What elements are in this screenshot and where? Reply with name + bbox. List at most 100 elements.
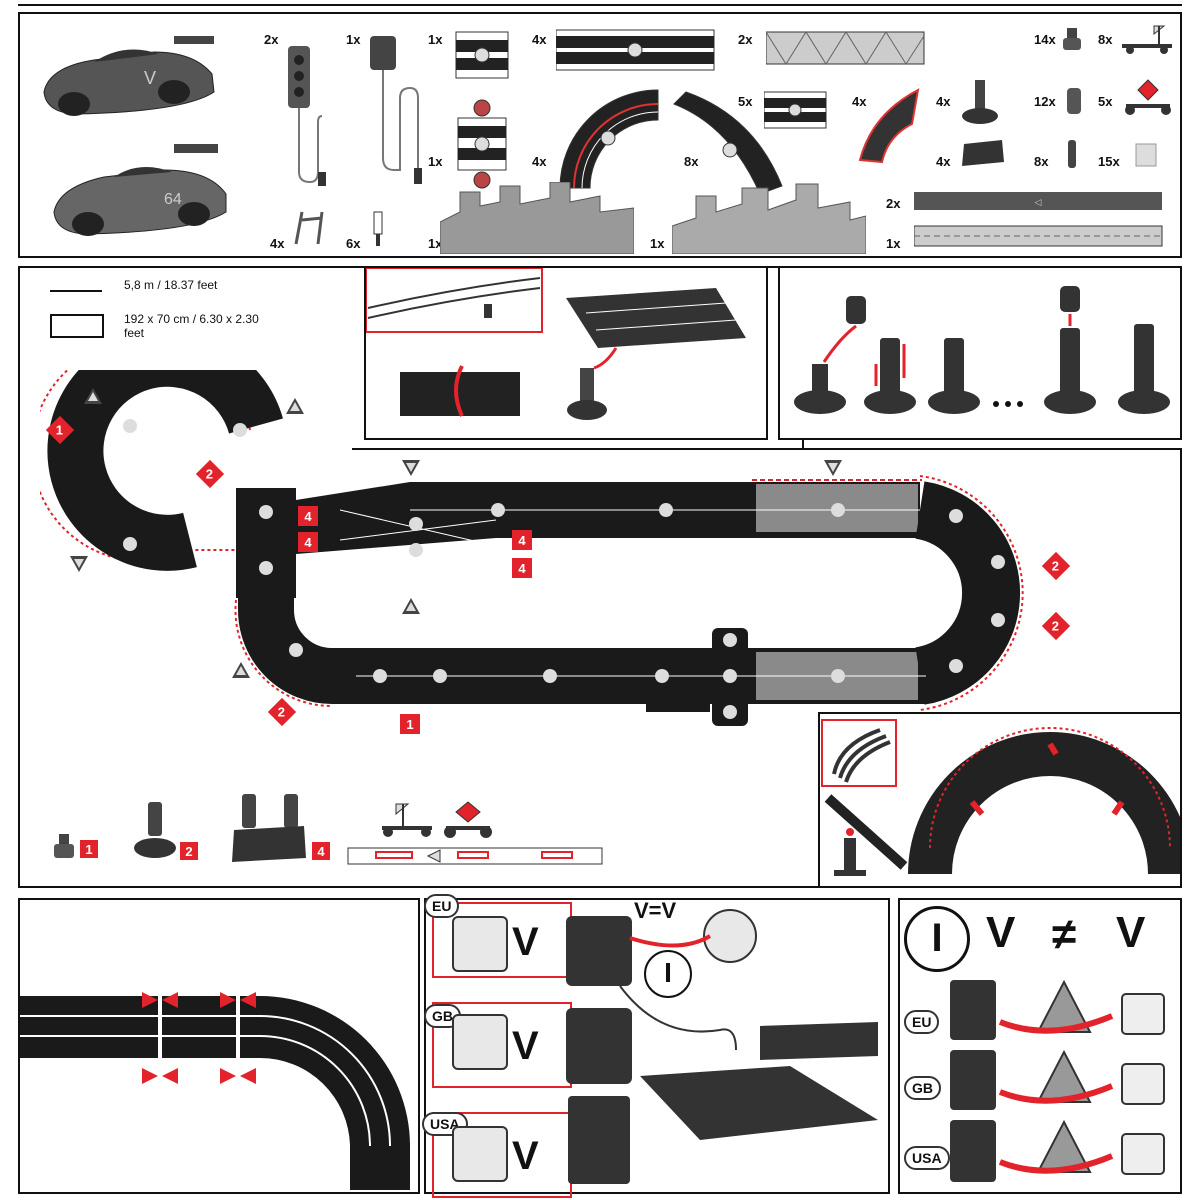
lane-marker-qty: 5x	[1098, 94, 1113, 109]
voltage-warning-diagram	[950, 979, 1165, 1182]
marker-triangle-4	[402, 460, 420, 476]
connector-qty: 15x	[1098, 154, 1120, 169]
traffic-light-qty: 2x	[264, 32, 279, 47]
region-eu-label: EU	[424, 894, 460, 918]
pillar-small-qty: 14x	[1034, 32, 1056, 47]
track-size-label: 192 x 70 cm / 6.30 x 2.30 feet	[124, 312, 259, 340]
step-badge: 4	[298, 532, 318, 552]
svg-text:◁: ◁	[1035, 197, 1042, 207]
short-track-icon	[764, 91, 827, 129]
step-badge-label: 4	[304, 534, 312, 550]
eu-socket-icon	[452, 916, 508, 972]
short-track-qty: 5x	[738, 94, 753, 109]
step-badge-label: 4	[304, 508, 312, 524]
step-badge-label: 1	[56, 422, 64, 438]
border-strip-1-icon	[914, 225, 1163, 247]
guide-keel-icon	[373, 211, 383, 246]
legend-badge-label: 4	[317, 843, 325, 859]
voltage-right-label: V	[1116, 908, 1146, 957]
flex-track-qty: 8x	[684, 154, 699, 169]
clip-icon	[1068, 140, 1076, 168]
warning-usa-label: USA	[904, 1146, 950, 1170]
warning-eu-label: EU	[904, 1010, 940, 1034]
step-badge-label: 4	[518, 560, 526, 576]
city-scenery-2-image	[672, 183, 866, 254]
info-icon: I	[644, 950, 692, 998]
usa-voltage-label: V	[512, 1134, 539, 1178]
step-badge-label: 2	[206, 466, 214, 482]
marker-triangle-1	[84, 388, 102, 404]
connector-icon	[1135, 143, 1157, 167]
pillar-stacking-panel	[778, 266, 1182, 440]
warning-info-icon: I	[904, 906, 970, 972]
step-badge-label: 2	[278, 704, 286, 720]
size-box	[50, 314, 104, 338]
marker-triangle-6	[402, 598, 420, 614]
legend-badge-label: 1	[85, 841, 93, 857]
length-line	[50, 290, 102, 292]
not-equal-label: ≠	[1052, 910, 1077, 959]
marker-triangle-3	[70, 556, 88, 572]
pillar-small-icon	[1063, 28, 1081, 50]
power-connection-diagram	[566, 909, 878, 1184]
marker-triangle-5	[824, 460, 842, 476]
parts-panel: V 64 2x 1x 1x 1x 4x	[18, 12, 1182, 258]
flex-track-icon	[673, 91, 783, 195]
border-strip-2-icon: ◁	[914, 192, 1162, 210]
guard-rail-icon	[766, 31, 925, 65]
step-badge-label: 2	[1052, 618, 1060, 634]
legend-badge: 1	[80, 840, 98, 858]
track-joining-diagram	[20, 988, 410, 1190]
step-badge-label: 4	[518, 532, 526, 548]
straight-track-qty: 4x	[532, 32, 547, 47]
legend-badge-label: 2	[185, 843, 193, 859]
voltage-left-label: V	[986, 908, 1016, 957]
clip-qty: 8x	[1034, 154, 1049, 169]
guide-keel-qty: 6x	[346, 236, 361, 251]
warning-gb-label: GB	[904, 1076, 941, 1100]
adapter-qty: 1x	[346, 32, 361, 47]
support-plate-icon	[962, 140, 1004, 166]
gb-socket-icon	[452, 1014, 508, 1070]
curve-track-qty: 4x	[532, 154, 547, 169]
power-adapter-icon	[370, 36, 422, 184]
crossing-track-qty: 1x	[428, 154, 443, 169]
city-scenery-1-image	[440, 182, 634, 254]
race-car-2-image: 64	[53, 144, 227, 236]
step-badge: 4	[512, 530, 532, 550]
banked-curve-qty: 4x	[852, 94, 867, 109]
border-strip-2-qty: 2x	[886, 196, 901, 211]
legend-badge: 2	[180, 842, 198, 860]
top-rule	[18, 4, 1182, 6]
step-badge: 4	[512, 558, 532, 578]
curve-track-icon	[559, 89, 659, 189]
pillar-base-icon	[962, 80, 998, 124]
scenery-2-qty: 1x	[650, 236, 665, 251]
lap-counter-qty: 4x	[270, 236, 285, 251]
crossing-track-icon	[457, 99, 507, 189]
legend-badge: 4	[312, 842, 330, 860]
connection-track-qty: 1x	[428, 32, 443, 47]
step-badge: 1	[400, 714, 420, 734]
straight-track-icon	[556, 29, 715, 71]
step-badge-label: 2	[1052, 558, 1060, 574]
track-layout-diagram	[40, 370, 1024, 726]
lap-marker-qty: 8x	[1098, 32, 1113, 47]
pillar-medium-qty: 12x	[1034, 94, 1056, 109]
banked-rail-diagram	[821, 719, 1180, 876]
race-car-1-image: V	[43, 36, 215, 116]
flex-assembly-diagram	[366, 268, 746, 420]
voltage-equal-label: V=V	[634, 898, 677, 923]
banked-curve-icon	[858, 88, 920, 164]
svg-text:64: 64	[164, 191, 182, 208]
marker-triangle-7	[232, 662, 250, 678]
track-length-label: 5,8 m / 18.37 feet	[124, 278, 218, 292]
lap-marker-icon	[1122, 25, 1172, 54]
step-badge: 4	[298, 506, 318, 526]
svg-text:V: V	[144, 68, 156, 88]
scenery-1-qty: 1x	[428, 236, 443, 251]
usa-socket-icon	[452, 1126, 508, 1182]
marker-triangle-2	[286, 398, 304, 414]
pillar-base-qty: 4x	[936, 94, 951, 109]
pillar-height-4-icon	[232, 794, 306, 862]
